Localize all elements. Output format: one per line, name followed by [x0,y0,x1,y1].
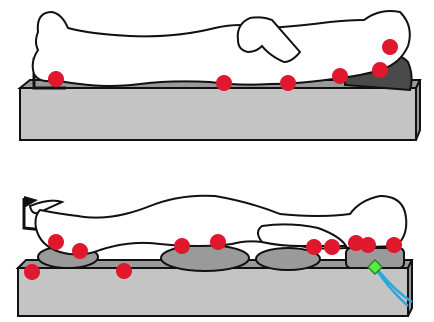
pressure-point-occiput [372,62,388,78]
pressure-point-face-b [360,237,376,253]
pressure-point-pelvis-a [174,238,190,254]
supine-body-outline [33,11,410,86]
mattress-top-front [20,88,416,140]
prone-panel [18,196,412,316]
pressure-point-shoulder [324,239,340,255]
pressure-point-toes [24,264,40,280]
pressure-point-scapula [332,68,348,84]
pressure-point-knee-a [48,234,64,250]
pressure-point-heel [48,71,64,87]
pressure-point-shin [116,263,132,279]
pressure-point-chest [306,239,322,255]
mattress-bottom-side [408,260,412,316]
pressure-point-pelvis-b [210,234,226,250]
mattress-bottom-front [18,268,408,316]
mattress-top-side [416,80,420,140]
supine-panel [20,11,420,140]
pressure-point-ear [382,39,398,55]
pressure-point-sacrum [216,75,232,91]
pressure-point-knee-b [72,243,88,259]
pressure-point-forehead [386,237,402,253]
cushion-hip [161,245,249,271]
pressure-point-elbow [280,75,296,91]
